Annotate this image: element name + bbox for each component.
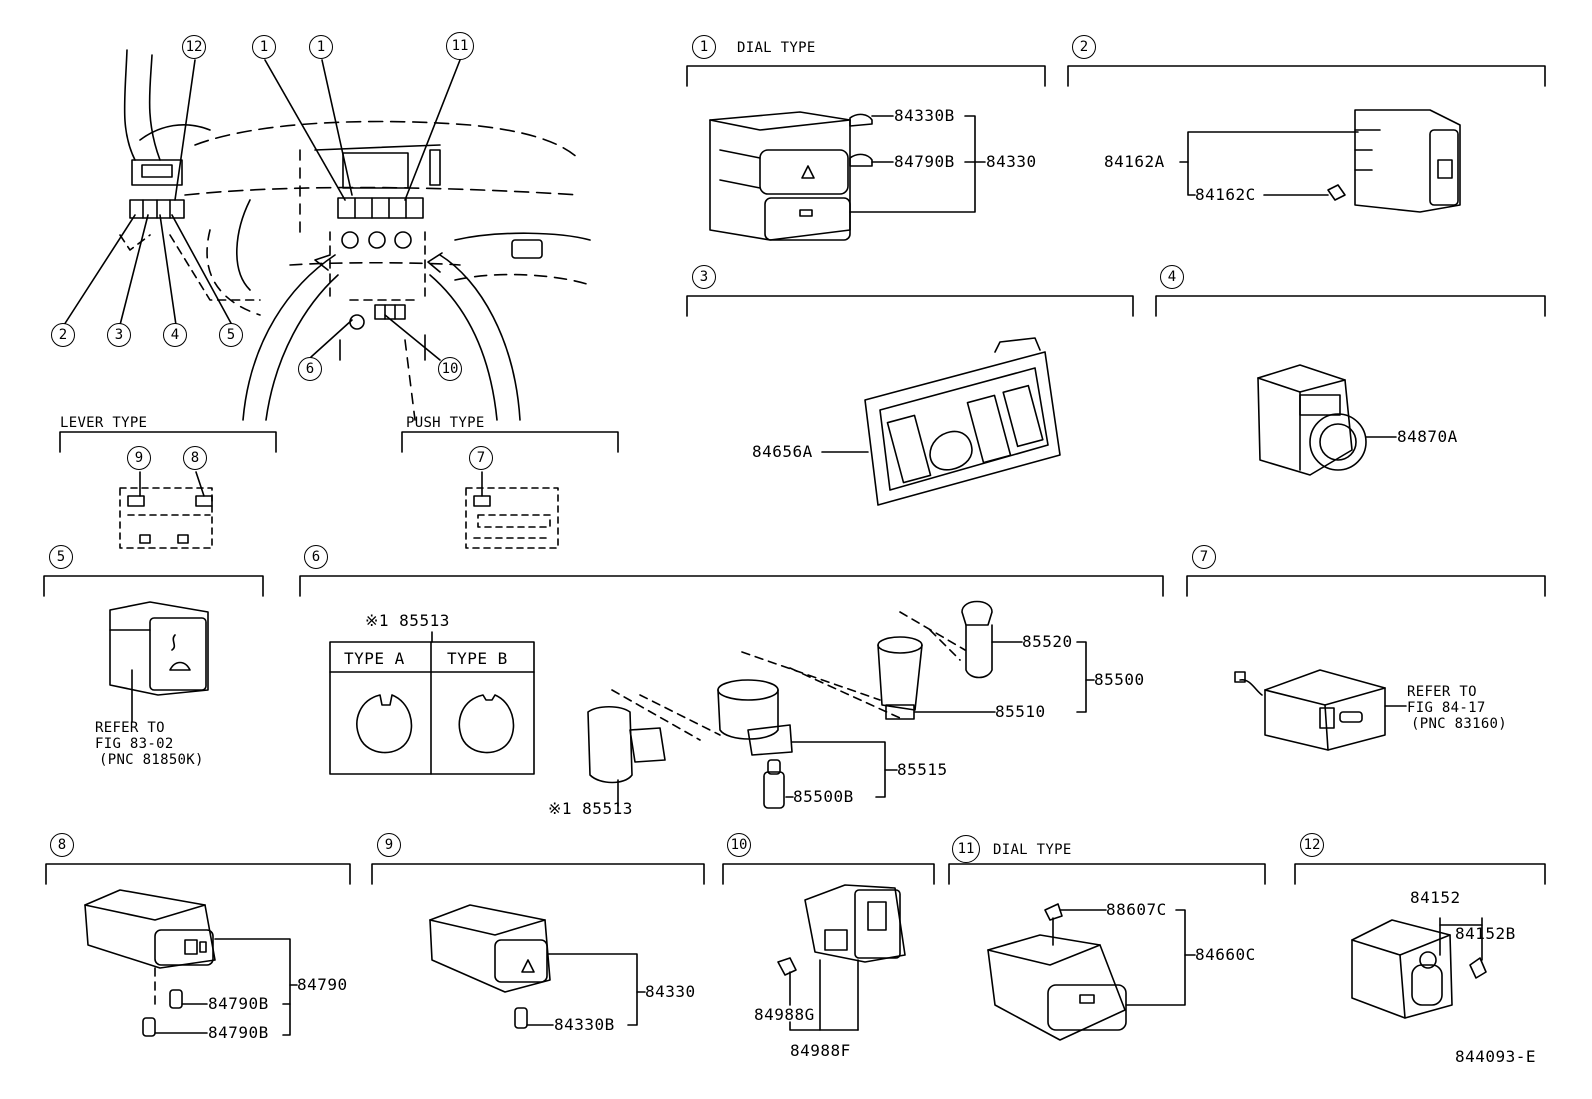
section-11-title: DIAL TYPE <box>993 842 1072 858</box>
part-84330: 84330 <box>986 152 1037 171</box>
part-84162C: 84162C <box>1195 185 1256 204</box>
section11-leaders <box>1059 909 1196 1006</box>
overview-callout-12: 12 <box>182 35 206 59</box>
section-11-number: 11 <box>952 835 980 863</box>
part-88607C: 88607C <box>1106 900 1167 919</box>
section-8-number: 8 <box>50 833 74 857</box>
section8-leaders <box>154 938 298 1036</box>
table-label-85513: ※1 85513 <box>365 611 450 630</box>
rear-defogger-switch <box>109 601 209 723</box>
section-7-refer-line2: FIG 84-17 <box>1407 700 1486 716</box>
part-84152B: 84152B <box>1455 924 1516 943</box>
section-1-title: DIAL TYPE <box>737 40 816 56</box>
part-85500: 85500 <box>1094 670 1145 689</box>
overview-callout-10: 10 <box>438 357 462 381</box>
section6-leaders <box>785 641 1095 798</box>
mirror-switch <box>1257 364 1367 476</box>
dial-switch-section11 <box>987 903 1127 1041</box>
lever-type-bracket <box>59 431 277 549</box>
part-84660C: 84660C <box>1195 945 1256 964</box>
part-85513: ※1 85513 <box>548 799 633 818</box>
section10-leaders <box>789 1021 859 1031</box>
section9-leaders <box>526 953 646 1026</box>
section-4-number: 4 <box>1160 265 1184 289</box>
part-84162A: 84162A <box>1104 152 1165 171</box>
overview-callout-6: 6 <box>298 357 322 381</box>
dimmer-switch <box>1351 919 1487 1019</box>
push-callout-7: 7 <box>469 446 493 470</box>
part-84330B-s9: 84330B <box>554 1015 615 1034</box>
part-85510: 85510 <box>995 702 1046 721</box>
switch-section8 <box>84 889 216 1037</box>
section-12-number: 12 <box>1300 833 1324 857</box>
part-84152: 84152 <box>1410 888 1461 907</box>
overview-callout-5: 5 <box>219 323 243 347</box>
type-a-label: TYPE A <box>344 649 405 668</box>
section-5-refer-line3: (PNC 81850K) <box>99 752 204 768</box>
part-84330B: 84330B <box>894 106 955 125</box>
overview-callout-1b: 1 <box>309 35 333 59</box>
lever-callout-8: 8 <box>183 446 207 470</box>
overview-callout-2: 2 <box>51 323 75 347</box>
type-b-label: TYPE B <box>447 649 508 668</box>
overview-callout-1a: 1 <box>252 35 276 59</box>
part-84790B-lower: 84790B <box>208 1023 269 1042</box>
lever-type-title: LEVER TYPE <box>60 415 148 431</box>
section2-leaders <box>1179 131 1359 196</box>
section-5-refer-line2: FIG 83-02 <box>95 736 174 752</box>
lever-callout-9: 9 <box>127 446 151 470</box>
overview-callout-11: 11 <box>446 32 474 60</box>
overview-callout-4: 4 <box>163 323 187 347</box>
section-brackets <box>43 65 1546 885</box>
part-84790B: 84790B <box>894 152 955 171</box>
part-84988F: 84988F <box>790 1041 851 1060</box>
section-5-refer-line1: REFER TO <box>95 720 165 736</box>
part-85515: 85515 <box>897 760 948 779</box>
push-type-title: PUSH TYPE <box>406 415 485 431</box>
overview-callout-3: 3 <box>107 323 131 347</box>
push-type-bracket <box>401 431 619 549</box>
part-84988G: 84988G <box>754 1005 815 1024</box>
section6-table <box>329 631 535 775</box>
section-10-number: 10 <box>727 833 751 857</box>
switch-section10 <box>777 884 906 1031</box>
section12-leaders <box>1439 917 1483 961</box>
hazard-switch <box>429 904 551 1029</box>
headlamp-leveling-switch <box>1234 669 1386 751</box>
section1-leaders <box>849 115 986 213</box>
part-84790B-upper: 84790B <box>208 994 269 1013</box>
section-6-number: 6 <box>304 545 328 569</box>
hazard-switch-dial-type <box>709 111 873 241</box>
section-5-number: 5 <box>49 545 73 569</box>
section-7-refer-line3: (PNC 83160) <box>1411 716 1508 732</box>
lighter-assembly <box>587 600 993 809</box>
part-84656A: 84656A <box>752 442 813 461</box>
part-85500B: 85500B <box>793 787 854 806</box>
fog-lamp-switch <box>1327 109 1461 213</box>
dashboard-overview <box>63 49 591 421</box>
part-85520: 85520 <box>1022 632 1073 651</box>
part-84330-s9: 84330 <box>645 982 696 1001</box>
switch-bezel <box>864 337 1061 506</box>
section-3-number: 3 <box>692 265 716 289</box>
illustration-code: 844093-E <box>1455 1047 1537 1066</box>
part-84870A: 84870A <box>1397 427 1458 446</box>
section-1-number: 1 <box>692 35 716 59</box>
section-9-number: 9 <box>377 833 401 857</box>
part-84790: 84790 <box>297 975 348 994</box>
section-7-number: 7 <box>1192 545 1216 569</box>
section-7-refer-line1: REFER TO <box>1407 684 1477 700</box>
section-2-number: 2 <box>1072 35 1096 59</box>
